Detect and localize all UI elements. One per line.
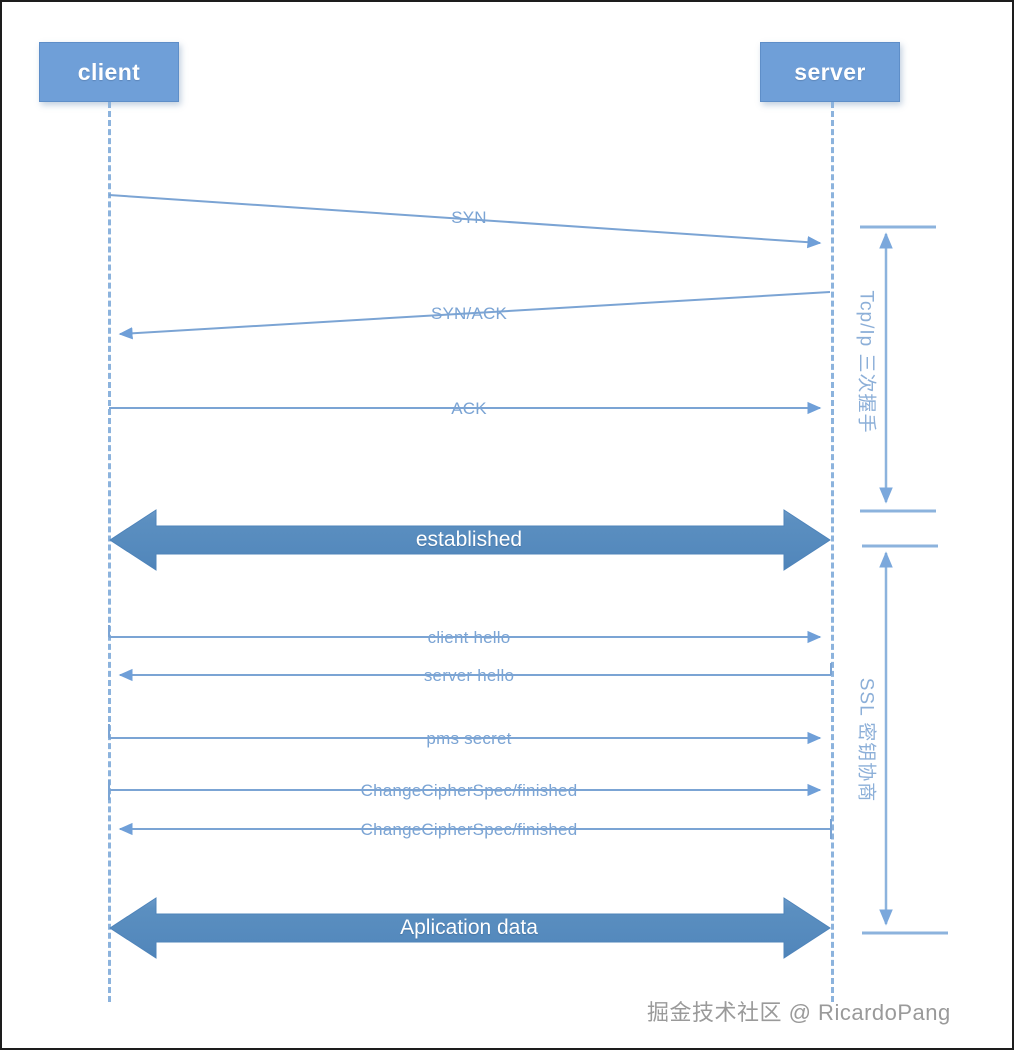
actor-box-client[interactable]: client — [39, 42, 179, 102]
watermark-credit: 掘金技术社区 @ RicardoPang — [647, 1000, 951, 1025]
actor-label-client: client — [77, 58, 141, 85]
message-label-application-data: Aplication data — [400, 916, 538, 939]
message-label-ack: ACK — [451, 399, 487, 418]
message-label-syn-ack: SYN/ACK — [430, 304, 508, 323]
message-label-ccs-finished-1: ChangeCipherSpec/finished — [360, 781, 578, 800]
actor-label-server: server — [794, 58, 866, 85]
actor-box-server[interactable]: server — [760, 42, 900, 102]
bracket-label-ssl-negotiation: SSL 密钥协商 — [855, 677, 877, 803]
lifeline-client — [108, 102, 111, 1002]
bracket-label-tcp-handshake: Tcp/Ip 三次握手 — [855, 290, 877, 434]
message-label-ccs-finished-2: ChangeCipherSpec/finished — [360, 820, 578, 839]
message-label-syn: SYN — [451, 208, 487, 227]
lifeline-server — [831, 102, 834, 1002]
message-label-established: established — [415, 528, 523, 551]
message-label-pms-secret: pms secret — [426, 729, 512, 748]
message-label-client-hello: client hello — [427, 628, 511, 647]
message-label-server-hello: server hello — [423, 666, 515, 685]
